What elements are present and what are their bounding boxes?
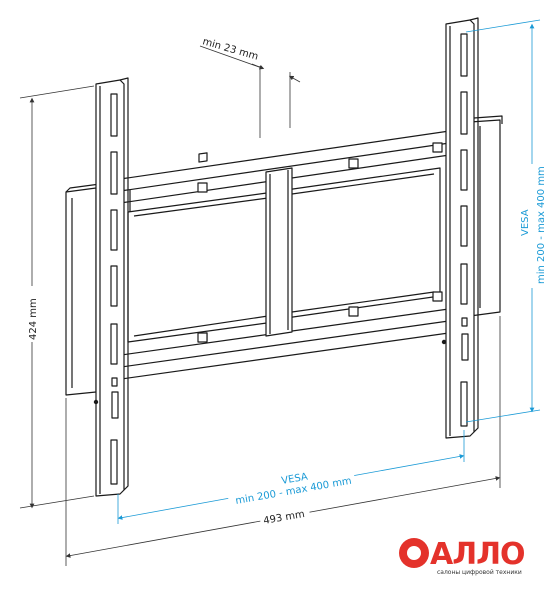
- vesa-vertical-label: VESA: [520, 209, 531, 236]
- vesa-vertical-range: min 200 - max 400 mm: [536, 166, 547, 284]
- left-vertical-arm: [93, 77, 129, 497]
- depth-dimension: min 23 mm: [199, 36, 301, 138]
- bracket-drawing: [65, 17, 503, 497]
- wall-plate-right-side: [469, 115, 503, 317]
- height-label: 424 mm: [28, 298, 39, 340]
- vesa-horizontal-label: VESA: [281, 471, 309, 486]
- right-vertical-arm: [441, 17, 479, 439]
- wall-plate-left-side: [65, 183, 101, 396]
- logo-word: АЛЛО: [430, 537, 525, 572]
- logo-tagline: салоны цифровой техники: [437, 569, 522, 576]
- vesa-vertical-dimension: VESA min 200 - max 400 mm: [465, 19, 550, 423]
- right-back-panel: [285, 167, 441, 319]
- height-dimension: 424 mm: [19, 85, 95, 509]
- center-plate: [265, 167, 293, 337]
- allo-logo: АЛЛО салоны цифровой техники: [399, 537, 526, 576]
